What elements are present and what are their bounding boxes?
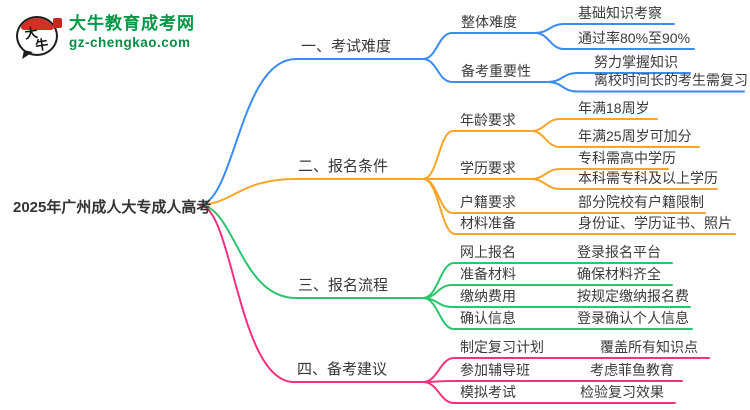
branch-process-connectors: [199, 204, 693, 330]
leaf-check-review-effect: 检验复习效果: [580, 384, 664, 400]
logo-red-cap: [21, 18, 54, 30]
node-education-requirement: 学历要求: [460, 160, 516, 176]
node-age-requirement: 年龄要求: [460, 112, 516, 128]
branch-exam-difficulty-connectors: [199, 23, 745, 206]
leaf-college-needs-highschool: 专科需高中学历: [578, 150, 676, 166]
leaf-cover-all-points: 覆盖所有知识点: [600, 339, 698, 355]
node-mock-exam: 模拟考试: [460, 384, 516, 400]
leaf-bachelor-needs-college: 本科需专科及以上学历: [578, 170, 718, 186]
daniu-ox-logo-icon: 大 牛: [16, 14, 62, 61]
logo-speech-bubble: 大 牛: [16, 16, 58, 56]
node-prep-importance: 备考重要性: [461, 63, 531, 79]
branch-node-requirements: 二、报名条件: [298, 158, 389, 175]
logo-title: 大牛教育成考网: [69, 14, 195, 33]
leaf-pass-rate: 通过率80%至90%: [578, 30, 691, 46]
logo-text: 大牛教育成考网 gz-chengkao.com: [69, 14, 195, 50]
branch-node-process: 三、报名流程: [298, 277, 389, 294]
leaf-pay-per-rules: 按规定缴纳报名费: [577, 288, 689, 304]
leaf-long-away-review: 离校时间长的考生需复习: [594, 72, 748, 88]
node-study-plan: 制定复习计划: [460, 339, 544, 355]
leaf-residence-limit: 部分院校有户籍限制: [578, 194, 704, 210]
branch-advice-connectors: [199, 204, 710, 404]
logo-calligraphy: 大 牛: [18, 23, 56, 54]
leaf-basic-knowledge: 基础知识考察: [578, 5, 662, 21]
leaf-consider-feiyu: 考虑菲鱼教育: [590, 362, 674, 378]
node-prepare-materials: 准备材料: [460, 266, 516, 282]
node-tutoring-class: 参加辅导班: [460, 362, 530, 378]
branch-node-exam-difficulty: 一、考试难度: [301, 38, 392, 55]
node-pay-fees: 缴纳费用: [460, 288, 516, 304]
logo-red-seal: [53, 18, 62, 28]
logo-domain: gz-chengkao.com: [69, 35, 191, 50]
leaf-id-certificates-photos: 身份证、学历证书、照片: [578, 215, 732, 231]
node-confirm-info: 确认信息: [460, 310, 516, 326]
node-online-registration: 网上报名: [460, 244, 516, 260]
leaf-age-18: 年满18周岁: [578, 100, 650, 116]
leaf-login-platform: 登录报名平台: [577, 244, 661, 260]
site-logo[interactable]: 大 牛 大牛教育成考网 gz-chengkao.com: [16, 14, 195, 61]
leaf-age-25-bonus: 年满25周岁可加分: [578, 128, 692, 144]
leaf-login-confirm-info: 登录确认个人信息: [577, 310, 689, 326]
leaf-materials-complete: 确保材料齐全: [577, 266, 661, 282]
node-overall-difficulty: 整体难度: [461, 14, 517, 30]
node-residence-requirement: 户籍要求: [460, 194, 516, 210]
branch-requirements-connectors: [199, 118, 736, 235]
node-material-prep: 材料准备: [460, 215, 516, 231]
logo-bubble-tail: [22, 50, 33, 61]
branch-node-advice: 四、备考建议: [297, 361, 388, 378]
leaf-master-knowledge: 努力掌握知识: [594, 54, 678, 70]
mindmap-root-node: 2025年广州成人大专成人高考: [13, 199, 212, 216]
